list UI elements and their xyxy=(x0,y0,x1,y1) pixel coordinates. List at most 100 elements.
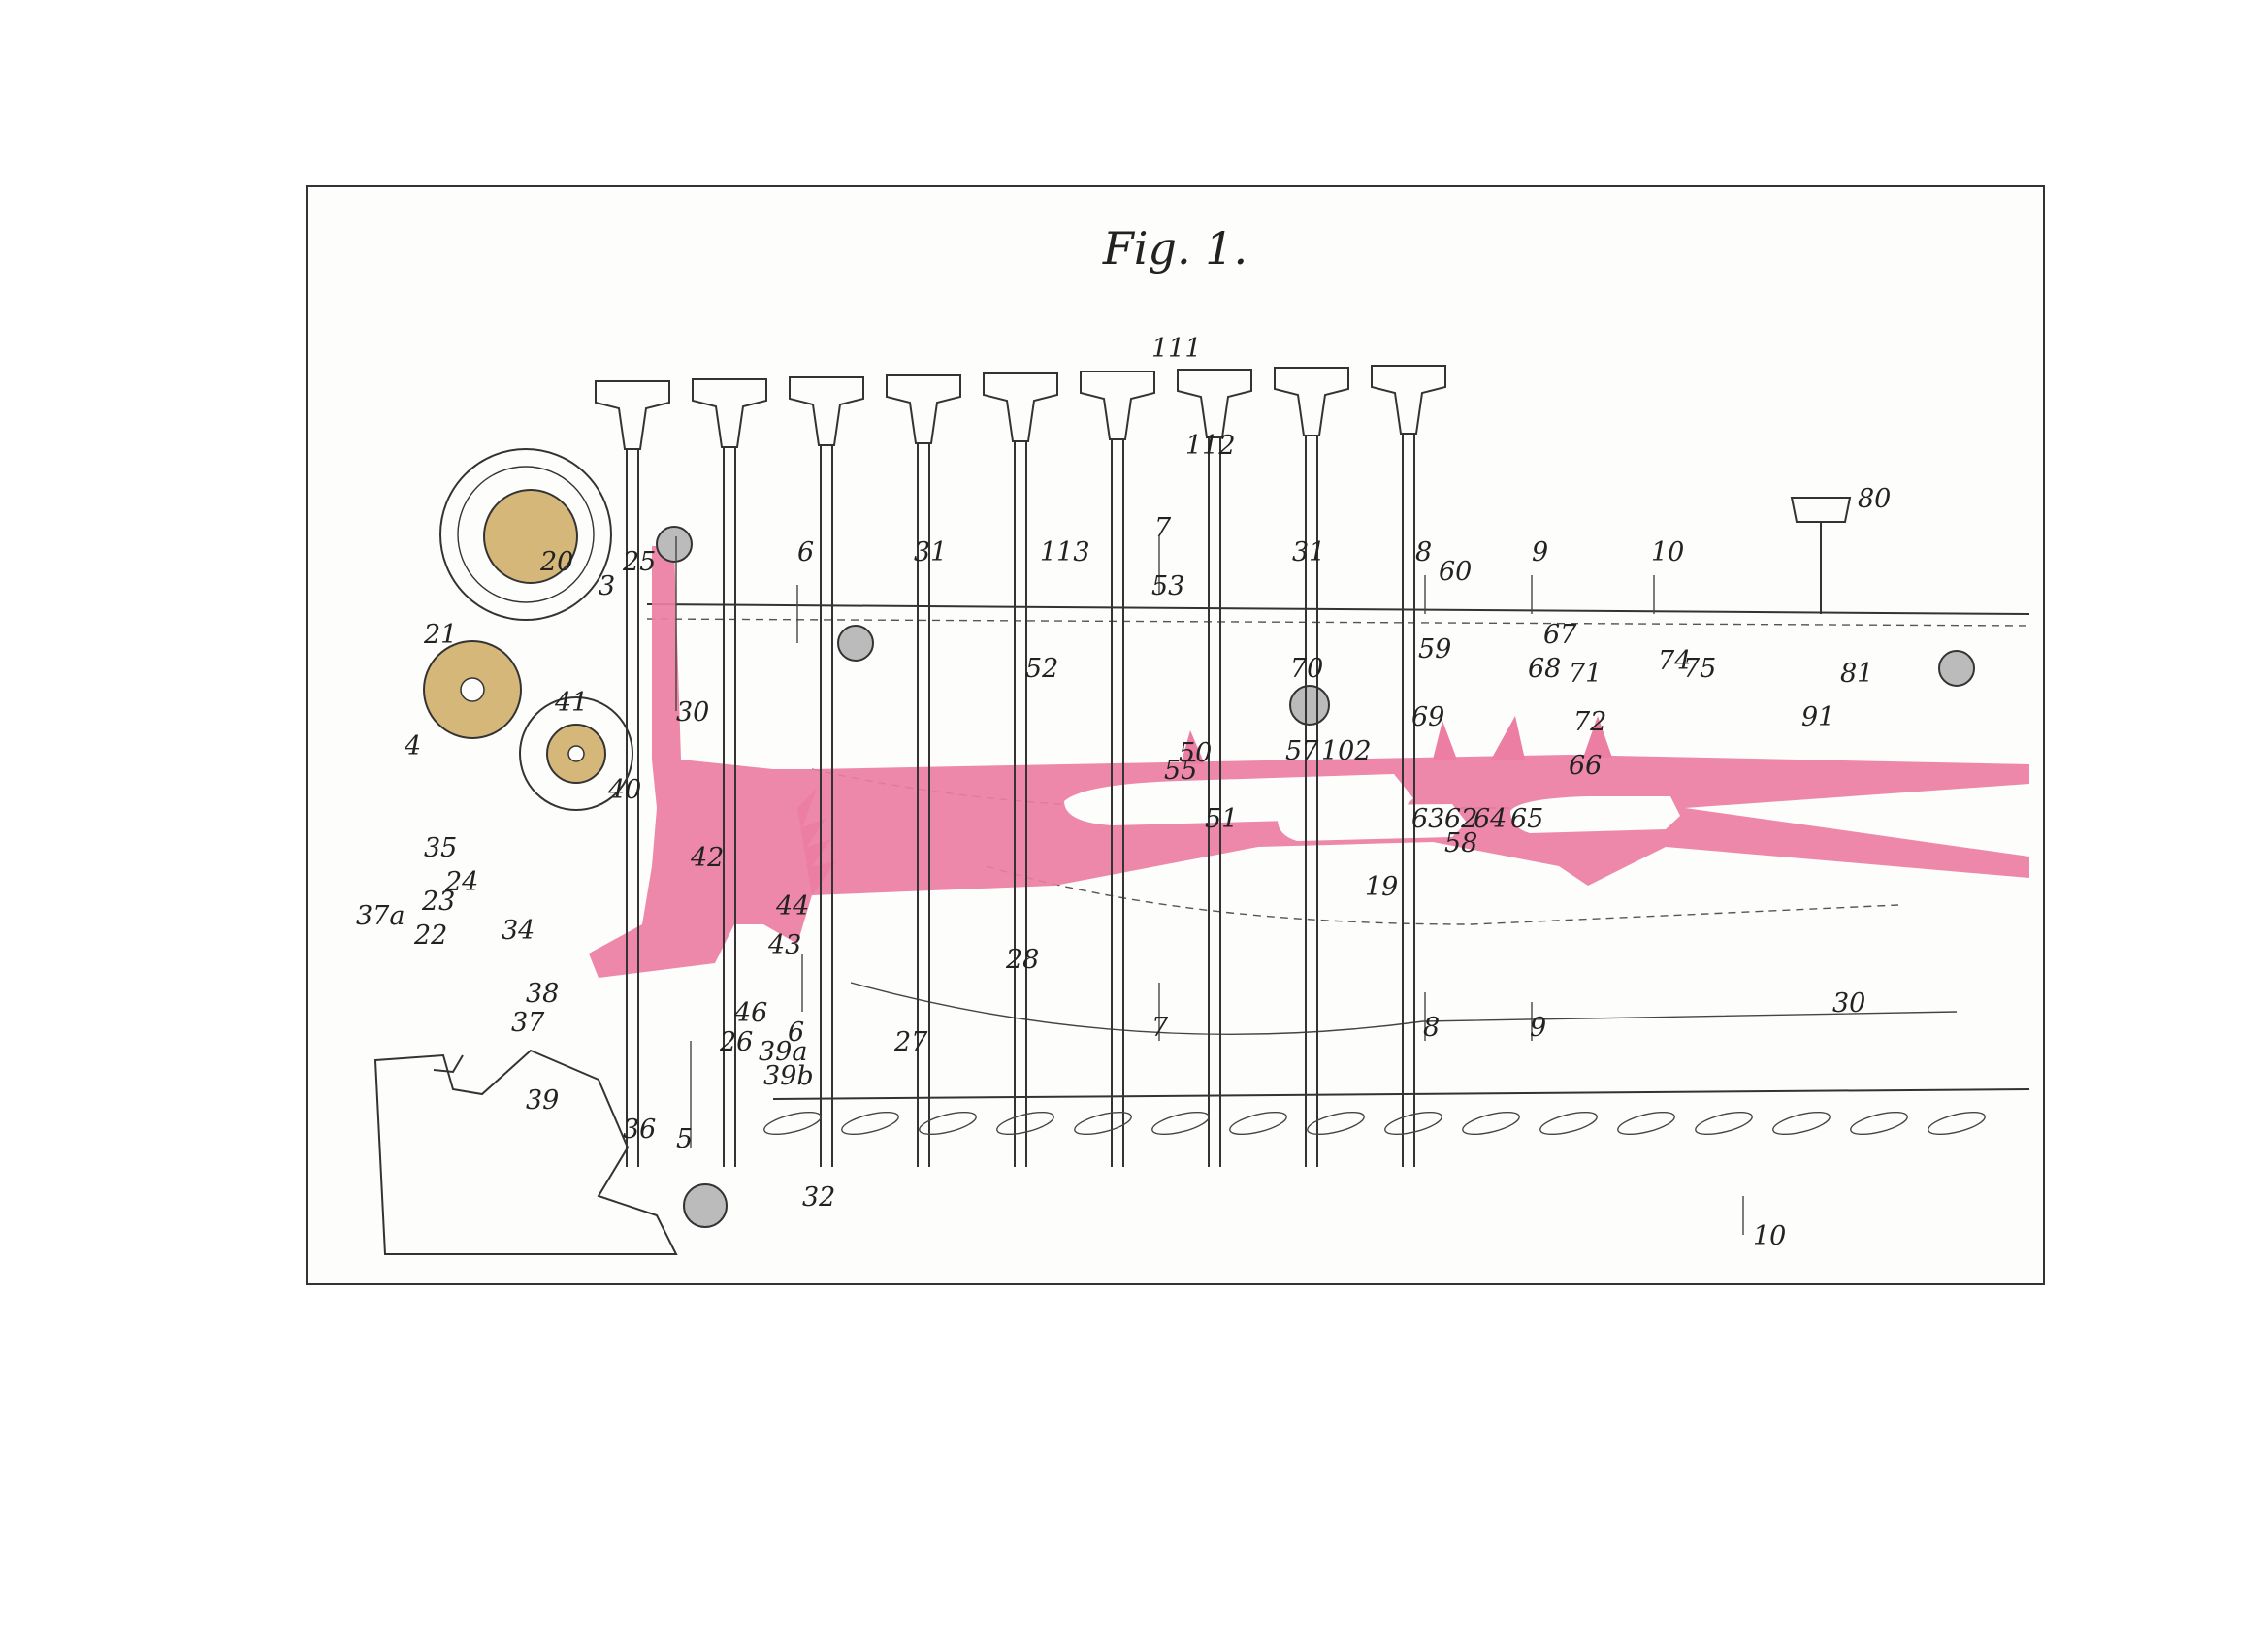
key-cap xyxy=(789,376,864,446)
key-stems xyxy=(595,365,1446,1167)
key-cap xyxy=(1080,371,1155,440)
callout-label: 7 xyxy=(1151,1013,1169,1043)
callout-label: 37 xyxy=(511,1008,545,1038)
top-rail xyxy=(646,603,2030,615)
callout-label: 55 xyxy=(1164,756,1197,786)
callout-label: 46 xyxy=(733,998,767,1028)
callout-label: 62 xyxy=(1444,804,1477,834)
key-cap xyxy=(692,378,767,448)
chain-link xyxy=(763,1111,822,1136)
callout-label: 39 xyxy=(526,1085,559,1116)
callout-label: 53 xyxy=(1151,571,1184,601)
shaft-icon xyxy=(1289,685,1330,726)
key-cap xyxy=(1274,367,1349,436)
frame-slot-3 xyxy=(1510,796,1680,833)
key-stem xyxy=(1177,369,1252,1167)
callout-label: 60 xyxy=(1439,557,1472,587)
chain-link xyxy=(996,1111,1054,1136)
callout-label: 69 xyxy=(1411,702,1444,732)
callout-label: 20 xyxy=(539,547,573,577)
callout-label: 52 xyxy=(1025,654,1058,684)
key-stem xyxy=(595,380,670,1167)
callout-label: 36 xyxy=(623,1115,656,1145)
chain-link xyxy=(1617,1111,1675,1136)
chain-link xyxy=(1384,1111,1442,1136)
callout-label: 65 xyxy=(1510,804,1543,834)
callout-label: 57 xyxy=(1285,736,1319,766)
chain-link xyxy=(1695,1111,1753,1136)
frame-teeth xyxy=(797,789,836,895)
callout-label: 30 xyxy=(676,697,709,728)
figure-frame: Fig. 1. xyxy=(306,185,2045,1285)
callout-label: 9 xyxy=(1530,1013,1546,1043)
callout-label: 3 xyxy=(599,571,615,601)
shaft-icon xyxy=(683,1183,728,1228)
callout-label: 43 xyxy=(767,930,801,960)
key-stem xyxy=(692,378,767,1167)
chain-links xyxy=(763,1111,1986,1136)
callout-label: 67 xyxy=(1543,620,1577,650)
chain-link xyxy=(1229,1111,1287,1136)
screw-icon xyxy=(1938,650,1975,687)
highlighted-frame xyxy=(589,546,2029,978)
callout-label: 34 xyxy=(502,916,535,946)
chain-link xyxy=(1151,1111,1210,1136)
key-cap xyxy=(983,372,1058,442)
callout-label: 71 xyxy=(1569,659,1602,689)
callout-label: 64 xyxy=(1474,804,1507,834)
callout-label: 39b xyxy=(763,1061,814,1091)
callout-label: 22 xyxy=(413,921,447,951)
key-cap xyxy=(1371,365,1446,435)
key-stem xyxy=(886,374,961,1167)
callout-label: 4 xyxy=(404,731,421,761)
key-cap xyxy=(886,374,961,444)
chain-link xyxy=(841,1111,899,1136)
callout-label: 38 xyxy=(526,979,559,1009)
chain-link xyxy=(1850,1111,1908,1136)
spring-icon xyxy=(433,1054,464,1074)
callout-label: 68 xyxy=(1528,654,1561,684)
top-rail-dashed xyxy=(646,618,2030,627)
adjusting-knob-icon xyxy=(1790,497,1852,523)
callout-label: 10 xyxy=(1753,1221,1786,1251)
callout-label: 75 xyxy=(1683,654,1716,684)
callout-label: 8 xyxy=(1423,1013,1440,1043)
chain-link xyxy=(1462,1111,1520,1136)
key-stem xyxy=(1371,365,1446,1167)
callout-label: 40 xyxy=(607,775,641,805)
callout-label: 31 xyxy=(914,537,947,567)
chain-link xyxy=(1307,1111,1365,1136)
callout-label: 74 xyxy=(1658,646,1691,676)
callout-label: 63 xyxy=(1411,804,1444,834)
chain-link xyxy=(1772,1111,1831,1136)
section-markers xyxy=(675,536,1744,1235)
key-stem xyxy=(1274,367,1349,1167)
callout-label: 26 xyxy=(719,1027,753,1057)
callout-label: 28 xyxy=(1005,945,1039,975)
callout-label: 6 xyxy=(797,537,814,567)
callout-label: 58 xyxy=(1444,828,1477,858)
callout-label: 111 xyxy=(1151,334,1202,364)
callout-label: 9 xyxy=(1532,537,1548,567)
key-cap xyxy=(1177,369,1252,438)
callout-label: 113 xyxy=(1040,537,1090,567)
frame-slot-2 xyxy=(1278,804,1467,841)
callout-label: 39a xyxy=(759,1037,807,1067)
callout-label: 25 xyxy=(622,547,656,577)
callout-label: 21 xyxy=(423,620,457,650)
callout-label: 70 xyxy=(1290,654,1323,684)
callout-label: 6 xyxy=(788,1018,804,1048)
callout-label: 81 xyxy=(1840,659,1873,689)
callout-label: 19 xyxy=(1365,872,1398,902)
callout-label: 35 xyxy=(424,833,457,863)
callout-label: 102 xyxy=(1321,736,1372,766)
callout-label: 66 xyxy=(1569,751,1602,781)
callout-label: 24 xyxy=(444,867,478,897)
callout-label: 72 xyxy=(1573,707,1606,737)
callout-label: 37a xyxy=(356,901,405,931)
bottom-rail xyxy=(772,1088,2030,1100)
gear-group xyxy=(423,448,633,811)
crank-plate xyxy=(373,1049,678,1255)
